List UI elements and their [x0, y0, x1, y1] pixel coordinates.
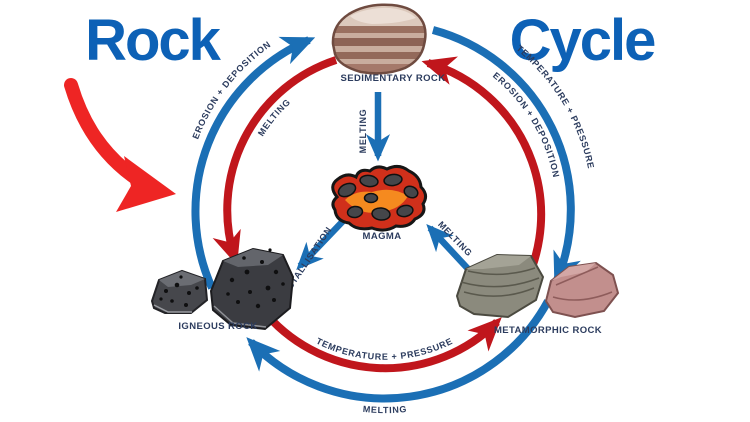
arrow-metamorphic-to-magma [426, 224, 473, 274]
red-pointer-arrow-icon [64, 78, 176, 212]
sedimentary-rock-label: SEDIMENTARY ROCK [341, 73, 446, 84]
title-cycle: Cycle [510, 8, 656, 73]
metamorphic-rock-label: METAMORPHIC ROCK [494, 325, 602, 336]
igneous-rock-label: IGNEOUS ROCK [178, 321, 257, 332]
sedimentary-rock-illustration [331, 3, 427, 75]
red-arc-sedimentary-to-igneous [212, 56, 338, 266]
metamorphic-rock-illustration [455, 253, 620, 319]
label-melting-bottom: MELTING [362, 404, 407, 415]
blue-arc-metamorphic-to-igneous [246, 299, 552, 403]
red-arc-igneous-to-metamorphic [258, 306, 502, 373]
magma-label: MAGMA [363, 231, 402, 242]
magma-illustration [331, 164, 428, 232]
blue-arc-igneous-to-sedimentary [191, 36, 316, 290]
label-melting-center: MELTING [358, 109, 368, 154]
arrow-magma-to-igneous [296, 217, 347, 270]
blue-arc-sedimentary-to-metamorphic [431, 26, 581, 287]
title-rock: Rock [85, 8, 222, 73]
igneous-rock-illustration [150, 247, 295, 331]
